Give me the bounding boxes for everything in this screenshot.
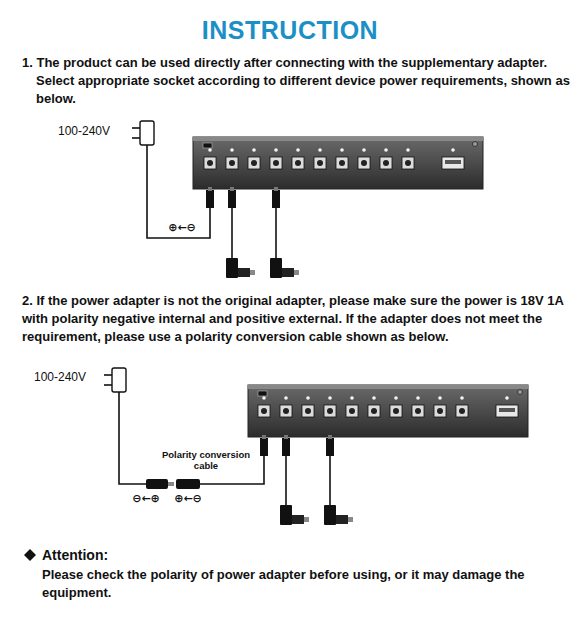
right-angle-plug [280, 505, 309, 525]
cable [147, 145, 210, 238]
page-title: INSTRUCTION [0, 16, 580, 45]
polarity-symbol: ⊕←⊖ [160, 221, 204, 235]
dc-plug [326, 435, 334, 456]
right-angle-plug [270, 258, 299, 278]
instruction-step: 2. If the power adapter is not the origi… [22, 292, 570, 346]
dc-plug [272, 187, 280, 208]
dc-plug [228, 187, 236, 208]
bullet-diamond [24, 549, 36, 561]
attention-heading: Attention: [42, 546, 242, 564]
power-supply-unit [248, 385, 528, 437]
polarity-symbol: ⊖←⊕ [124, 492, 168, 506]
voltage-label: 100-240V [58, 124, 138, 138]
cable [275, 207, 277, 258]
cable [329, 455, 331, 505]
wall-adapter [132, 121, 154, 145]
voltage-label: 100-240V [34, 370, 110, 384]
dc-plug [282, 435, 290, 456]
wall-adapter [104, 368, 126, 392]
attention-note: Please check the polarity of power adapt… [42, 566, 562, 602]
cable [285, 455, 287, 505]
polarity-conversion-cable [146, 479, 200, 489]
cable [231, 207, 233, 258]
power-supply-unit [193, 137, 483, 189]
dc-plug [260, 435, 268, 456]
dc-plug [206, 187, 214, 208]
cable [119, 392, 146, 484]
part-label: Polarity conversion cable [160, 449, 252, 471]
right-angle-plug [324, 505, 353, 525]
polarity-symbol: ⊕←⊖ [166, 492, 210, 506]
right-angle-plug [226, 258, 255, 278]
instruction-step: 1. The product can be used directly afte… [22, 54, 570, 108]
